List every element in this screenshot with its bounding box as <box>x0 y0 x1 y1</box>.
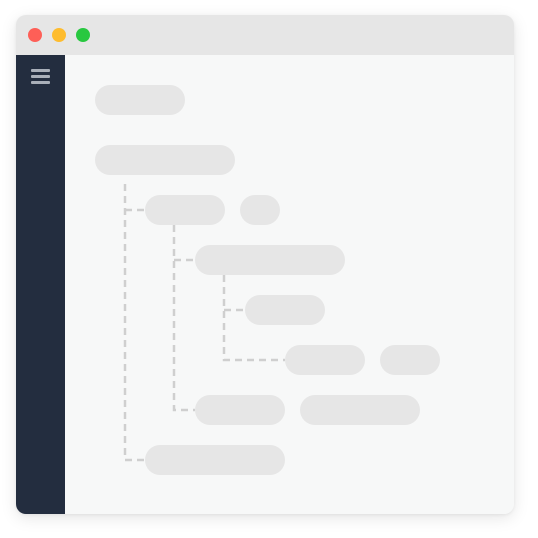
tree-node[interactable] <box>245 295 325 325</box>
tree-connector-branch-a-children <box>172 225 195 412</box>
tree-root-node[interactable] <box>95 145 235 175</box>
app-window <box>16 15 514 514</box>
tree-connectors <box>123 184 285 462</box>
sidebar <box>16 55 65 514</box>
title-bar <box>16 15 514 55</box>
tree-node-detail <box>300 395 420 425</box>
tree-connector-root <box>123 184 145 462</box>
header-placeholder <box>95 85 185 115</box>
tree-node[interactable] <box>195 245 345 275</box>
hamburger-menu-icon[interactable] <box>31 69 51 85</box>
tree-node[interactable] <box>145 445 285 475</box>
minimize-button[interactable] <box>52 28 66 42</box>
zoom-button[interactable] <box>76 28 90 42</box>
tree-node[interactable] <box>285 345 365 375</box>
close-button[interactable] <box>28 28 42 42</box>
tree-node-badge <box>240 195 280 225</box>
tree-node[interactable] <box>195 395 285 425</box>
tree-node-badge <box>380 345 440 375</box>
main-content <box>65 55 514 514</box>
tree-node[interactable] <box>145 195 225 225</box>
